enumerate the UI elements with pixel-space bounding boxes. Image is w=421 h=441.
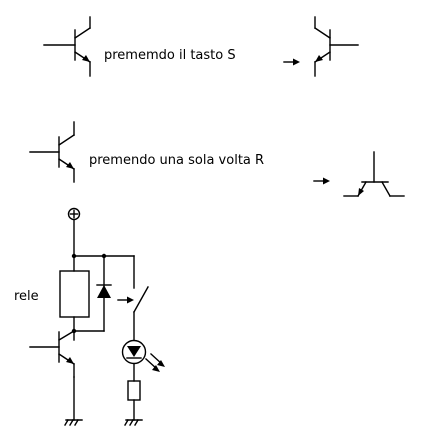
circuit-wiring — [71, 218, 135, 421]
diode-icon — [96, 284, 112, 298]
relay-arrow-icon — [117, 296, 134, 304]
transistor-4-icon — [343, 151, 405, 197]
relay-coil-icon — [59, 270, 90, 318]
caption-line-2: premendo una sola volta R — [89, 153, 264, 168]
switch-icon — [133, 286, 149, 313]
ground-1-icon — [64, 419, 83, 426]
caption-line-1: prememdo il tasto S — [104, 48, 236, 63]
transistor-5-icon — [29, 330, 75, 378]
resistor-icon — [127, 380, 141, 401]
relay-label: rele — [14, 289, 39, 304]
arrow-2-icon — [313, 177, 330, 185]
led-icon — [121, 339, 165, 372]
positive-supply-icon — [67, 207, 81, 221]
transistor-2-icon — [314, 16, 359, 77]
ground-2-icon — [124, 419, 143, 426]
arrow-1-icon — [283, 58, 300, 66]
transistor-3-icon — [29, 121, 75, 183]
transistor-1-icon — [43, 16, 91, 77]
